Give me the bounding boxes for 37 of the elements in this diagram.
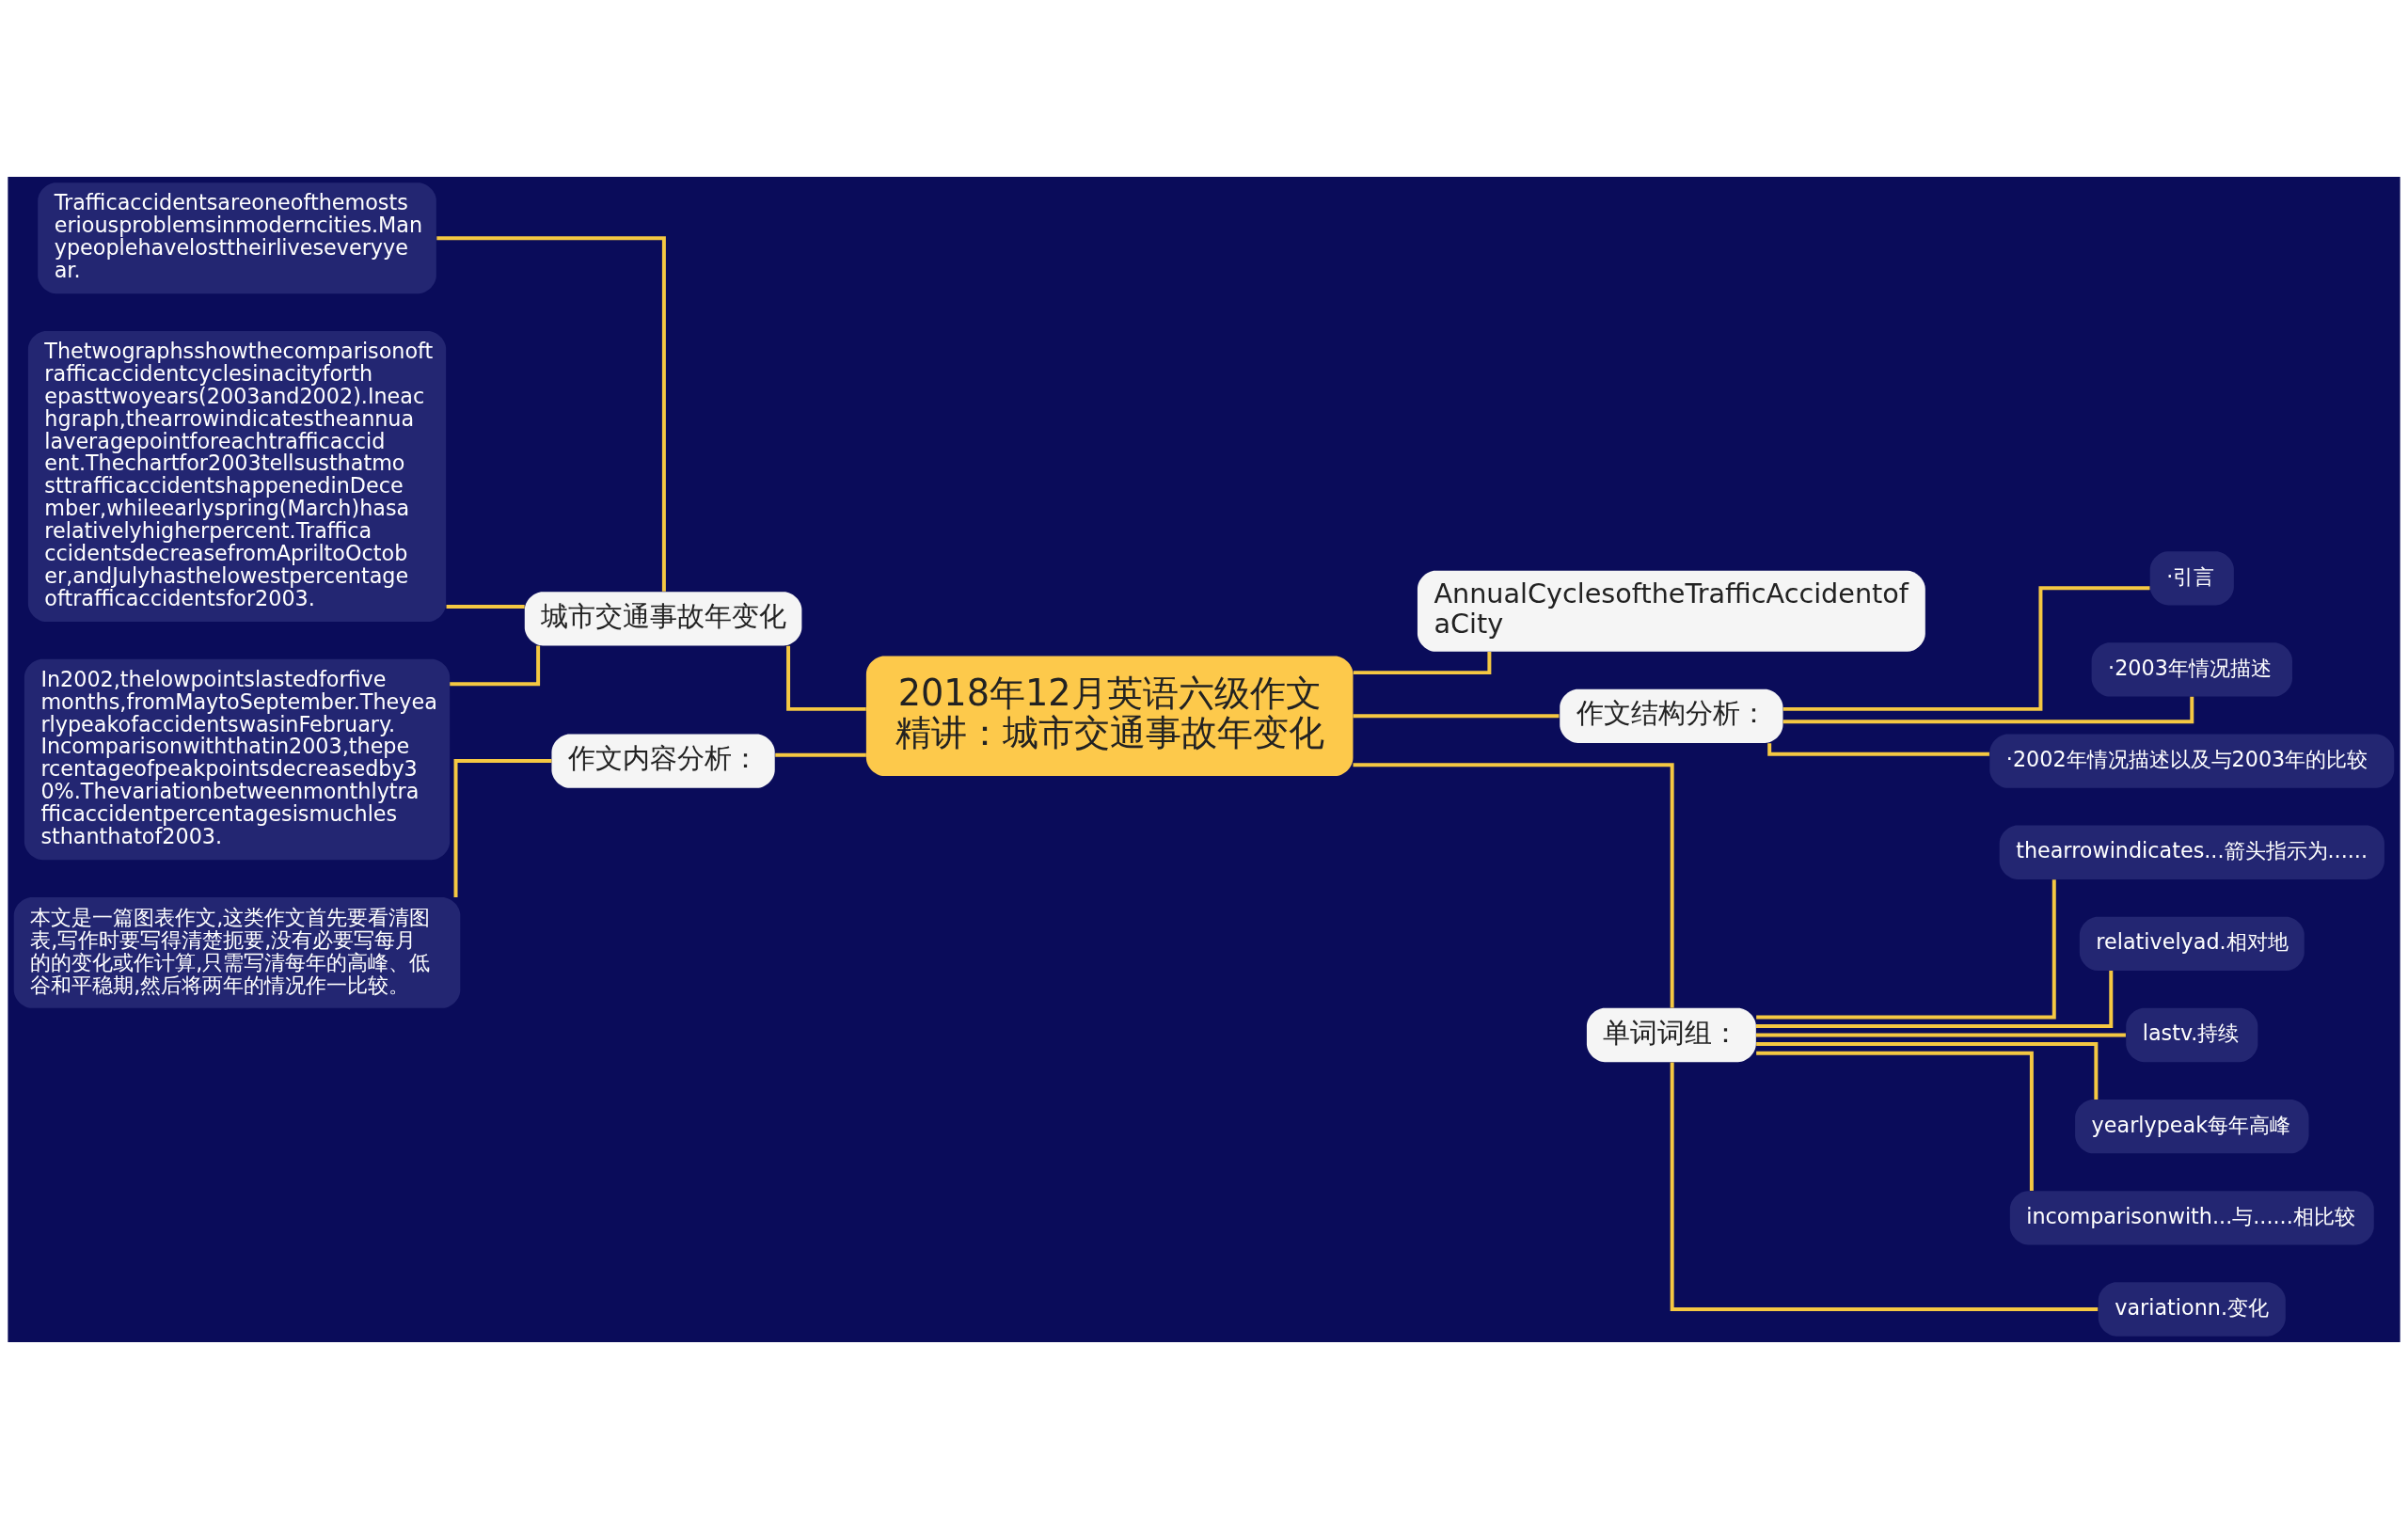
node-box: 本文是一篇图表作文,这类作文首先要看清图表,写作时要写得清楚扼要,没有必要写每月的的变化或作计算,只需写清每年的高峰、低谷和平稳期,然后将两年的情况作一比较。 bbox=[13, 897, 461, 1008]
connector bbox=[1782, 586, 2150, 711]
node-box: Thetwographsshowthecomparisonoftrafficaccidentcyclesinacityforthepasttwoyears(2003and2002).Ineachgraph,thearrowindicatestheannualaveragepointforeachtrafficaccident.Thechartfor2003tellsusthatmosttrafficaccidentshappenedinDecember,whileearlyspring(March)hasarelativelyhigherpercent.TrafficaccidentsdecreasefromApriltoOctober,andJulyhasthelowestpercentageoftrafficaccidentsfor2003. bbox=[27, 331, 447, 622]
node-box: ·引言 bbox=[2149, 551, 2234, 606]
node-box: yearlypeak每年高峰 bbox=[2075, 1100, 2309, 1154]
connector bbox=[1756, 1042, 2099, 1100]
connector bbox=[1756, 1051, 2034, 1191]
node-box: Trafficaccidentsareoneofthemostseriousproblemsinmoderncities.Manypeoplehavelosttheirliveseveryyear. bbox=[38, 182, 436, 294]
connector bbox=[436, 236, 666, 592]
node-box: ·2003年情况描述 bbox=[2091, 642, 2292, 697]
connector bbox=[1782, 696, 2194, 724]
connector bbox=[1670, 1062, 2099, 1311]
connector bbox=[446, 605, 525, 609]
connector bbox=[1756, 879, 2056, 1020]
connector bbox=[1353, 763, 1674, 1008]
node-box: variationn.变化 bbox=[2098, 1282, 2286, 1337]
node-box: thearrowindicates...箭头指示为...... bbox=[1999, 825, 2384, 879]
node-box: 单词词组： bbox=[1586, 1007, 1756, 1063]
connector bbox=[450, 645, 541, 687]
node-box: ·2002年情况描述以及与2003年的比较 bbox=[1989, 734, 2395, 788]
node-box: 城市交通事故年变化 bbox=[524, 592, 802, 646]
connector bbox=[1756, 971, 2114, 1028]
node-box: incomparisonwith...与......相比较 bbox=[2009, 1191, 2374, 1245]
connector bbox=[1756, 1033, 2126, 1037]
node-box: AnnualCyclesoftheTrafficAccidentofaCity bbox=[1417, 570, 1925, 652]
connector bbox=[1353, 652, 1492, 675]
node-box: 2018年12月英语六级作文精讲：城市交通事故年变化 bbox=[865, 656, 1354, 776]
node-box: lastv.持续 bbox=[2126, 1007, 2258, 1063]
connector bbox=[775, 752, 866, 757]
connector bbox=[1767, 743, 1989, 756]
node-box: relativelyad.相对地 bbox=[2079, 916, 2305, 972]
node-box: 作文内容分析： bbox=[551, 734, 775, 788]
node-box: In2002,thelowpointslastedforfivemonths,fromMaytoSeptember.TheyearlypeakofaccidentswasinFebruary.Incomparisonwiththatin2003,thepercentageofpeakpointsdecreasedby30%.Thevariationbetweenmonthlytrafficaccidentpercentagesismuchlessthanthatof2003. bbox=[24, 658, 451, 861]
connector bbox=[786, 645, 866, 711]
node-box: 作文结构分析： bbox=[1560, 688, 1783, 743]
connector bbox=[1353, 714, 1560, 719]
connector bbox=[453, 759, 552, 897]
